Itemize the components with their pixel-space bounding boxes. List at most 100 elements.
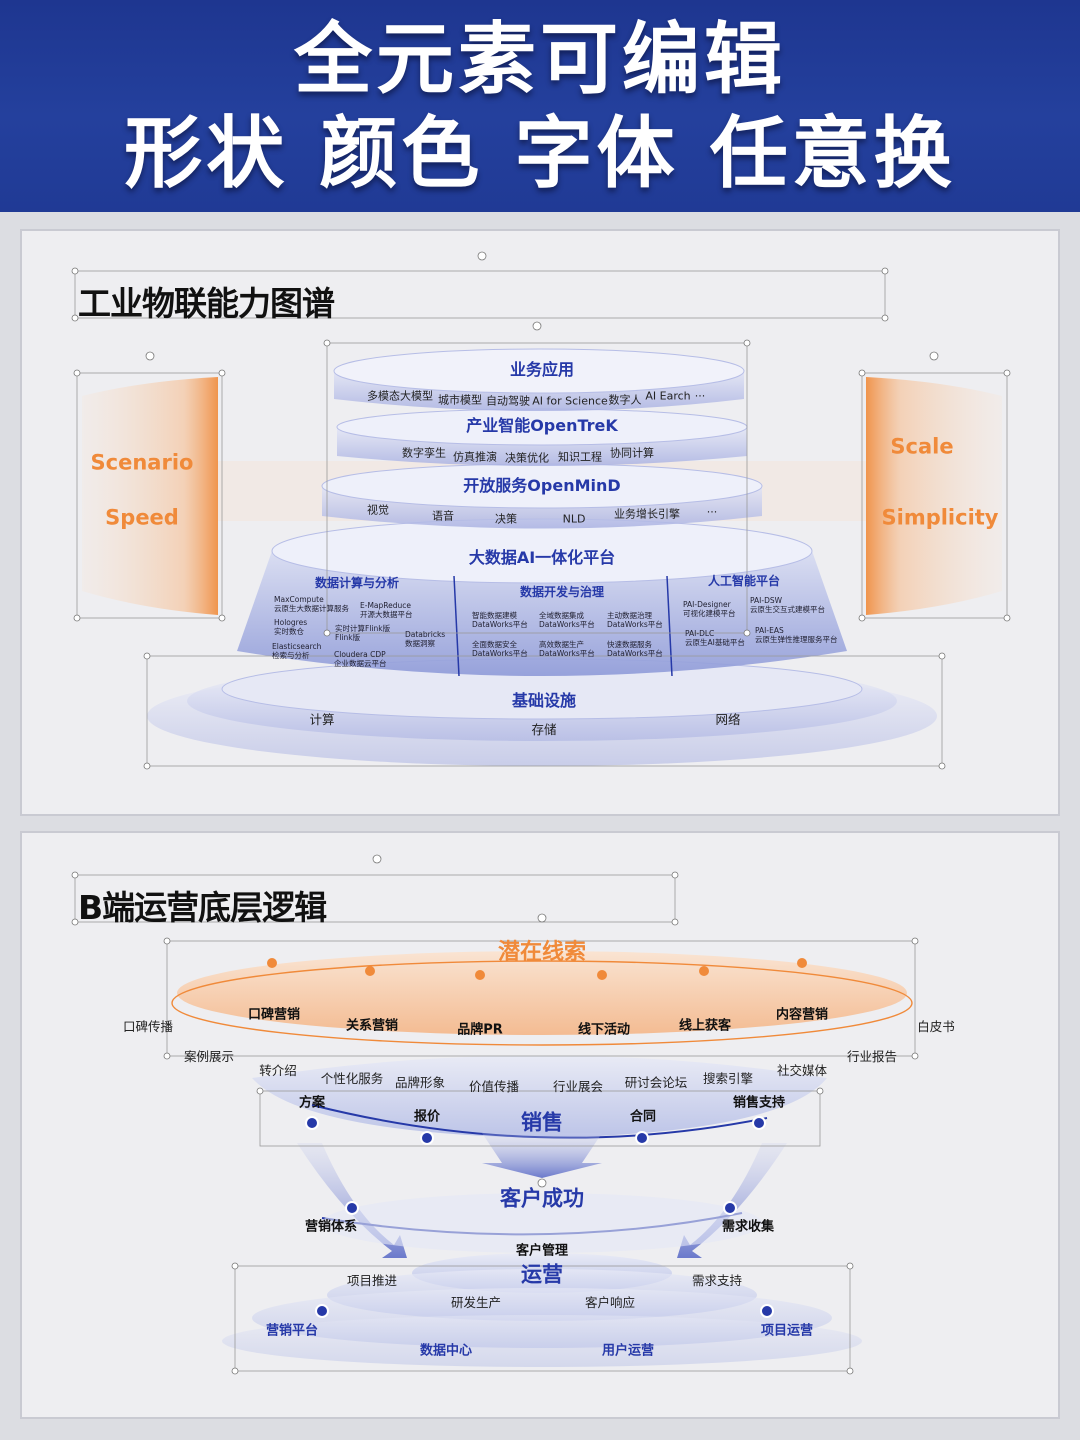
- tier4-section-title: 数据计算与分析: [314, 576, 400, 590]
- ring-item: 内容营销: [775, 1007, 829, 1023]
- left-label-scenario: Scenario: [90, 450, 194, 475]
- banner-title-line1: 全元素可编辑: [293, 15, 786, 105]
- tier4-item: Databricks 数据洞察: [405, 630, 446, 648]
- tier2-title: 产业智能OpenTreK: [466, 416, 618, 435]
- tier4-title: 大数据AI一体化平台: [468, 548, 616, 567]
- ops-item: 研发生产: [450, 1294, 502, 1310]
- ops-item: 客户响应: [584, 1294, 636, 1310]
- ring-item: 品牌PR: [457, 1022, 503, 1038]
- ring-item: 口碑营销: [247, 1007, 301, 1023]
- right-label-scale: Scale: [890, 434, 954, 459]
- tier4-item: 全域数据集成 DataWorks平台: [539, 611, 595, 629]
- ops-item: 数据中心: [419, 1343, 473, 1359]
- tier1-item: 多模态大模型: [367, 389, 433, 403]
- tier1-item: AI for Science: [532, 394, 608, 408]
- tier5-item: 网络: [715, 711, 741, 727]
- right-curve-arrow: [677, 1143, 787, 1258]
- tier4-item: PAI-Designer 可视化建模平台: [683, 600, 736, 618]
- tier5-title: 基础设施: [511, 691, 577, 710]
- tier1-item: 自动驾驶: [486, 394, 530, 408]
- tier1-title: 业务应用: [509, 360, 575, 379]
- ring-item: 线下活动: [577, 1022, 631, 1038]
- tier4-item: 实时计算Flink版 Flink版: [335, 624, 391, 642]
- tier3-item: 语音: [432, 509, 454, 523]
- leads-ring: [177, 951, 907, 1035]
- sales-item: 报价: [413, 1109, 441, 1125]
- row-item: 个性化服务: [320, 1070, 384, 1086]
- sales-funnel: [252, 1055, 827, 1138]
- tier1-item: 数字人: [608, 393, 642, 407]
- banner-title-line2: 形状 颜色 字体 任意换: [124, 109, 956, 199]
- tier4-item: Hologres 实时数仓: [274, 618, 308, 636]
- panel-capability-map: 工业物联能力图谱 Scenario Speed Scale Simplicity…: [20, 229, 1060, 816]
- ops-item: 用户运营: [601, 1343, 655, 1359]
- outer-right-item: 行业报告: [846, 1048, 898, 1064]
- row-item: 品牌形象: [394, 1074, 446, 1090]
- right-orange-panel: [866, 377, 1002, 615]
- tier3-item: NLD: [562, 512, 586, 526]
- sales-item: 销售支持: [732, 1095, 786, 1111]
- tier1-item: AI Earch: [645, 389, 691, 403]
- left-orange-panel: [82, 377, 218, 615]
- tier4-item: MaxCompute 云原生大数据计算服务: [274, 595, 349, 613]
- panel-b2b-logic: B端运营底层逻辑 潜在线索 口碑营销 关系营销 品牌PR 线下活动 线上获客 内…: [20, 831, 1060, 1419]
- tier4-item: 全面数据安全 DataWorks平台: [472, 640, 528, 658]
- success-item: 营销体系: [304, 1219, 358, 1235]
- outer-left-item: 口碑传播: [122, 1018, 174, 1034]
- tier5-item: 计算: [309, 711, 335, 727]
- tier4-item: 高效数据生产 DataWorks平台: [539, 640, 595, 658]
- tier3-item: 业务增长引擎: [614, 507, 680, 521]
- ops-disc-4: [222, 1315, 862, 1367]
- panel2-title: B端运营底层逻辑: [78, 888, 327, 927]
- b2b-logic-diagram: [71, 854, 919, 1375]
- tier4-item: PAI-DSW 云原生交互式建模平台: [750, 596, 825, 614]
- panel1-title: 工业物联能力图谱: [78, 284, 335, 323]
- tier1-item: ...: [694, 386, 706, 400]
- ring-item: 关系营销: [345, 1018, 399, 1034]
- tier1-item: 城市模型: [438, 393, 482, 407]
- header-banner: 全元素可编辑 形状 颜色 字体 任意换: [0, 0, 1080, 212]
- ring-item: 线上获客: [678, 1018, 732, 1034]
- success-item: 需求收集: [721, 1219, 775, 1235]
- sales-item: 方案: [298, 1095, 326, 1111]
- outer-left-item: 案例展示: [183, 1048, 235, 1064]
- row-item: 研讨会论坛: [624, 1074, 688, 1090]
- sales-title: 销售: [521, 1110, 563, 1135]
- tier2-item: 仿真推演: [453, 450, 497, 464]
- tier4-item: Cloudera CDP 企业数据云平台: [334, 650, 387, 668]
- ops-item: 需求支持: [691, 1272, 743, 1288]
- tier3-item: 决策: [495, 512, 517, 526]
- tier4-item: 主动数据治理 DataWorks平台: [607, 611, 663, 629]
- tier4-item: PAI-EAS 云原生弹性推理服务平台: [755, 626, 838, 644]
- tier4-item: 快速数据服务 DataWorks平台: [607, 640, 663, 658]
- outer-right-item: 白皮书: [917, 1018, 955, 1034]
- tier4-item: Elasticsearch 检索与分析: [272, 642, 322, 660]
- left-curve-arrow: [297, 1143, 407, 1258]
- row-item: 价值传播: [468, 1078, 520, 1094]
- row-item: 转介绍: [259, 1062, 297, 1078]
- row-item: 搜索引擎: [702, 1070, 754, 1086]
- center-arrow: [482, 1133, 602, 1178]
- capability-map-diagram: [71, 251, 1011, 770]
- row-item: 行业展会: [552, 1078, 604, 1094]
- tier2-item: 数字孪生: [402, 446, 446, 460]
- tier2-item: 知识工程: [558, 450, 602, 464]
- tier4-item: 智能数据建模 DataWorks平台: [472, 611, 528, 629]
- tier4-item: E-MapReduce 开源大数据平台: [360, 601, 413, 619]
- tier3-item: ...: [706, 502, 718, 516]
- success-title: 客户成功: [500, 1186, 584, 1211]
- left-label-speed: Speed: [105, 505, 179, 530]
- tier2-item: 协同计算: [610, 446, 654, 460]
- row-item: 社交媒体: [776, 1062, 828, 1078]
- tier3-item: 视觉: [367, 503, 389, 517]
- ops-item: 项目运营: [760, 1323, 814, 1339]
- leads-title: 潜在线索: [497, 940, 587, 965]
- tier5-item: 存储: [531, 721, 557, 737]
- ops-item: 营销平台: [265, 1323, 319, 1339]
- sales-item: 合同: [629, 1109, 657, 1125]
- right-label-simplicity: Simplicity: [881, 505, 999, 530]
- tier3-title: 开放服务OpenMinD: [463, 476, 621, 495]
- ops-title: 运营: [521, 1262, 563, 1287]
- tier4-section-title: 数据开发与治理: [519, 585, 605, 599]
- success-item: 客户管理: [515, 1243, 569, 1259]
